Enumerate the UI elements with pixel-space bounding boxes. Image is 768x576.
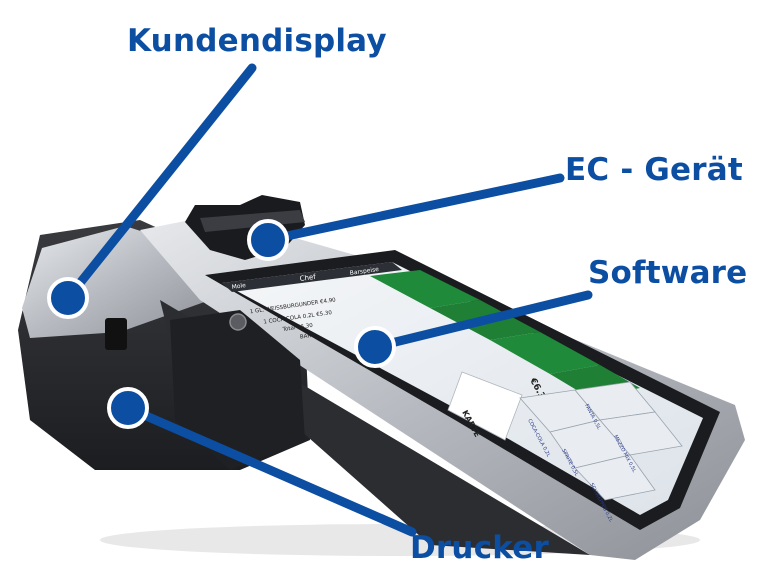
screen-header-right: Barspeise xyxy=(349,266,379,277)
label-ec-geraet: EC - Gerät xyxy=(565,152,743,188)
callout-line-software xyxy=(370,290,593,352)
product-grid xyxy=(519,381,683,501)
callout-dot-kundendisplay xyxy=(47,277,89,319)
label-drucker: Drucker xyxy=(410,530,549,566)
card-slot xyxy=(200,210,305,232)
screen-header-left: Mole xyxy=(231,282,246,291)
product-tile-5 xyxy=(574,454,656,501)
printer-slot xyxy=(105,318,127,350)
pay-button xyxy=(447,371,523,441)
callout-line-ec-geraet xyxy=(263,173,565,245)
callout-dot-software xyxy=(354,326,396,368)
receipt-line-3: Total €6.30 xyxy=(281,323,313,333)
callout-lines xyxy=(63,63,593,537)
receipt-line-4: BAR xyxy=(300,333,312,341)
callout-dots xyxy=(47,219,396,429)
green-tile-1 xyxy=(370,270,480,308)
callout-line-kundendisplay xyxy=(63,63,257,303)
pos-terminal: Mole Chef Barspeise 1 GL. WEISSBURGUNDER… xyxy=(18,195,745,560)
callout-dot-ec-geraet xyxy=(247,219,289,261)
hand-grip xyxy=(170,310,305,470)
callout-line-drucker xyxy=(123,403,417,537)
label-software: Software xyxy=(588,255,748,291)
label-kundendisplay: Kundendisplay xyxy=(127,23,387,59)
green-tile-3 xyxy=(490,332,600,374)
callout-dot-drucker xyxy=(107,387,149,429)
product-tile-4 xyxy=(599,411,683,456)
screen-header-center: Chef xyxy=(299,273,317,283)
screen-header xyxy=(222,262,402,292)
power-button xyxy=(229,313,247,331)
